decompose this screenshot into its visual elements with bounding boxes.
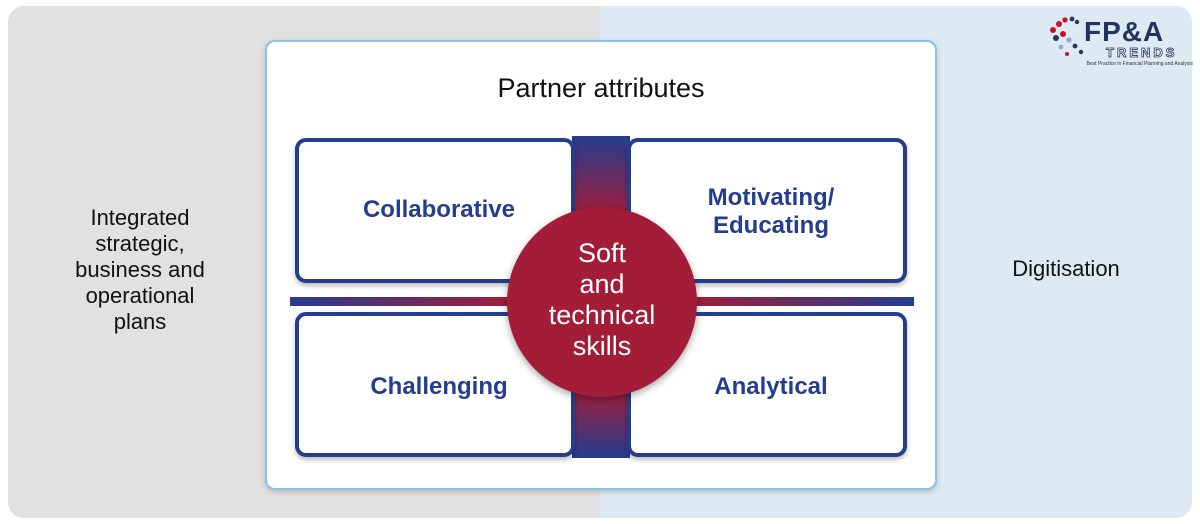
left-label-line: business and: [75, 257, 205, 282]
center-label-line: Soft: [577, 238, 627, 268]
quadrant-label: Collaborative: [362, 196, 516, 223]
center-label-line: skills: [572, 331, 632, 361]
logo-wordmark: FP&A: [1084, 16, 1165, 47]
fpa-trends-logo-icon: [1050, 16, 1084, 56]
left-label-line: strategic,: [95, 231, 185, 256]
connector-bottom: [572, 388, 630, 458]
quadrant-challenging: Challenging: [295, 312, 575, 457]
logo-subtitle: TRENDS: [1106, 45, 1178, 61]
quadrant-label: Challenging: [370, 373, 508, 400]
center-label-line: and: [579, 269, 625, 299]
connector-right: [684, 297, 914, 306]
left-label-line: operational: [85, 283, 195, 308]
left-label-line: plans: [113, 309, 167, 334]
center-label-line: technical: [548, 300, 656, 330]
connector-top: [572, 136, 630, 216]
quadrant-label: Motivating/: [707, 184, 835, 211]
card-title: Partner attributes: [497, 73, 705, 103]
connector-left: [290, 297, 520, 306]
quadrant-label: Analytical: [714, 373, 828, 400]
right-panel-label: Digitisation: [1012, 256, 1120, 281]
quadrant-label: Educating: [712, 212, 829, 239]
logo-tagline: Best Practice in Financial Planning and …: [1086, 61, 1193, 67]
left-panel-label: Integrated strategic, business and opera…: [40, 205, 240, 335]
left-label-line: Integrated: [90, 205, 190, 230]
center-skills-circle: Soft and technical skills: [507, 207, 697, 397]
